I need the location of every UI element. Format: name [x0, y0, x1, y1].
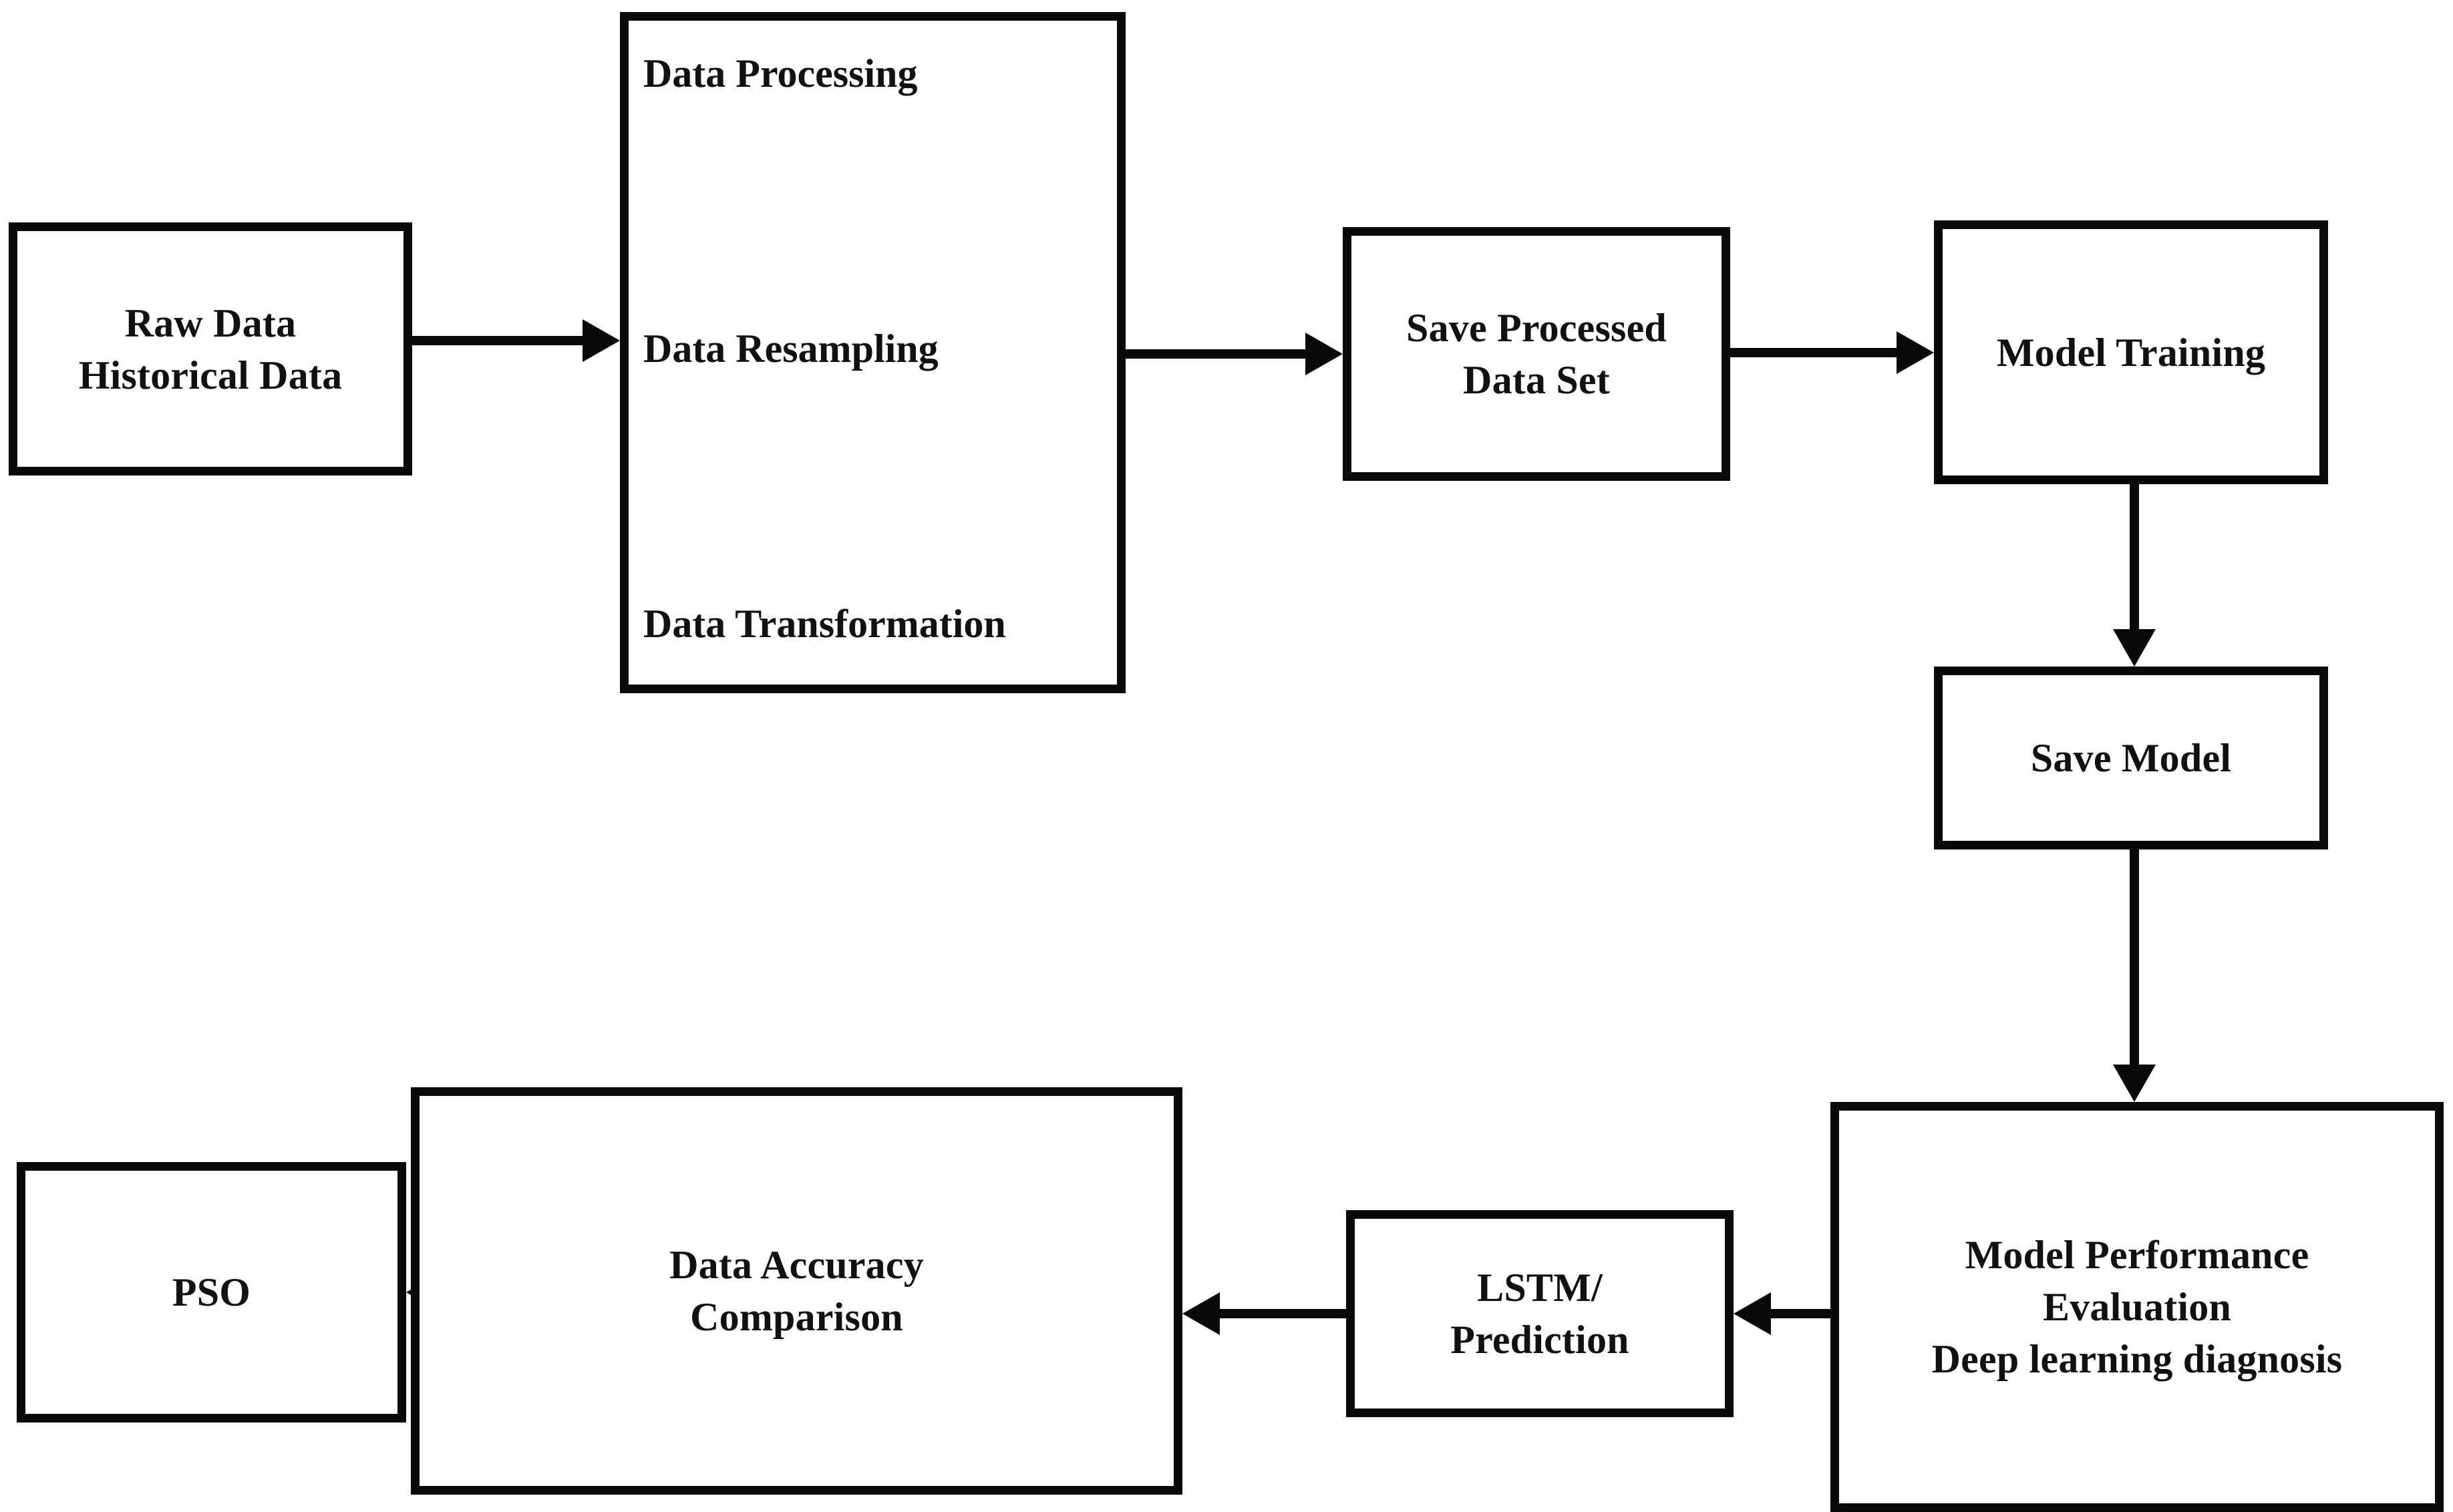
edge-lstm-to-accuracy	[1182, 1292, 1346, 1335]
edge-shaft	[2130, 849, 2139, 1065]
node-raw-data-label: Raw Data Historical Data	[78, 301, 343, 397]
edge-shaft	[1126, 349, 1305, 359]
node-pso[interactable]: PSO	[17, 1162, 406, 1423]
edge-performance-to-lstm	[1734, 1292, 1830, 1335]
edge-training-to-save-model	[2111, 484, 2158, 667]
edge-save-model-to-performance	[2111, 849, 2158, 1102]
node-save-model-label: Save Model	[2030, 736, 2232, 780]
node-model-training[interactable]: Model Training	[1934, 220, 2328, 484]
arrowhead-left-icon	[1182, 1292, 1220, 1335]
arrowhead-right-icon	[583, 319, 620, 362]
data-processing-step: Data Transformation	[643, 602, 1006, 646]
node-save-processed-data-set[interactable]: Save Processed Data Set	[1343, 227, 1730, 481]
edge-save-dataset-to-training	[1730, 331, 1934, 374]
node-save-model[interactable]: Save Model	[1934, 667, 2328, 849]
node-model-performance-evaluation[interactable]: Model Performance Evaluation Deep learni…	[1830, 1102, 2444, 1512]
edge-raw-to-processing	[412, 319, 620, 362]
edge-shaft	[412, 336, 583, 345]
node-pso-label: PSO	[172, 1270, 251, 1314]
node-save-processed-data-set-label: Save Processed Data Set	[1406, 306, 1667, 402]
edge-shaft	[2130, 484, 2139, 629]
arrowhead-down-icon	[2113, 629, 2156, 667]
node-data-accuracy-comparison-label: Data Accuracy Comparison	[669, 1243, 924, 1339]
arrowhead-right-icon	[1305, 333, 1343, 375]
node-data-processing[interactable]: Data Processing Data Resampling Data Tra…	[620, 12, 1126, 693]
data-processing-step: Data Processing	[643, 51, 918, 96]
arrowhead-left-icon	[1734, 1292, 1771, 1335]
arrowhead-down-icon	[2113, 1065, 2156, 1102]
arrowhead-right-icon	[1897, 331, 1934, 374]
edge-processing-to-save-dataset	[1126, 333, 1343, 375]
node-lstm-prediction-label: LSTM/ Prediction	[1450, 1266, 1629, 1362]
node-model-performance-evaluation-label: Model Performance Evaluation Deep learni…	[1931, 1233, 2343, 1381]
data-processing-step: Data Resampling	[643, 327, 939, 371]
edge-shaft	[1730, 348, 1897, 357]
data-processing-step-list: Data Processing Data Resampling Data Tra…	[629, 21, 1117, 685]
edge-shaft	[1220, 1309, 1346, 1318]
node-raw-data[interactable]: Raw Data Historical Data	[9, 222, 412, 476]
node-lstm-prediction[interactable]: LSTM/ Prediction	[1346, 1210, 1734, 1417]
node-model-training-label: Model Training	[1996, 330, 2266, 375]
edge-shaft	[1771, 1309, 1830, 1318]
node-data-accuracy-comparison[interactable]: Data Accuracy Comparison	[411, 1087, 1182, 1495]
